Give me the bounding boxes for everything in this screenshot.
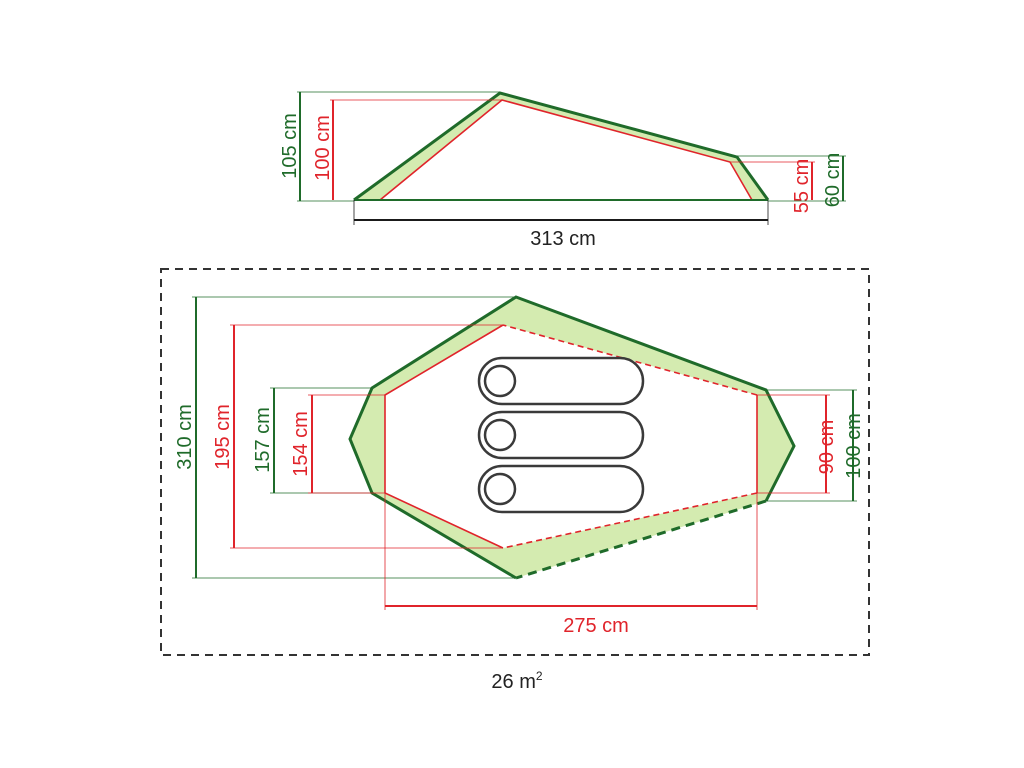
label-outer-width: 310 cm	[174, 404, 196, 470]
footprint-area-value: 26 m	[491, 671, 535, 693]
label-rear-outer-width: 100 cm	[843, 413, 865, 479]
label-inner-height: 100 cm	[312, 115, 334, 181]
label-vestibule-outer: 157 cm	[252, 407, 274, 473]
inner-tent-outline-dashed	[502, 492, 758, 549]
sleeping-bag-icon	[477, 410, 645, 460]
flysheet-outline-dashed	[515, 499, 767, 580]
side-fly-fill	[354, 93, 768, 200]
label-rear-inner-height: 55 cm	[791, 159, 813, 213]
label-outer-height: 105 cm	[279, 113, 301, 179]
label-rear-inner-width: 90 cm	[816, 420, 838, 474]
label-vestibule-inner: 154 cm	[290, 411, 312, 477]
floor-plan: 310 cm 195 cm 157 cm 154 cm 90 cm 100 cm…	[160, 268, 870, 693]
label-length: 313 cm	[530, 228, 596, 250]
flysheet-outline	[348, 295, 796, 580]
sleeping-bag-icon	[477, 356, 645, 406]
inner-tent-outline	[384, 324, 504, 549]
label-inner-length: 275 cm	[563, 615, 629, 637]
label-inner-width: 195 cm	[212, 404, 234, 470]
sleeping-bag-icon	[477, 464, 645, 514]
label-rear-outer-height: 60 cm	[822, 153, 844, 207]
side-view: 105 cm 100 cm 313 cm 55 cm 60 cm	[279, 91, 846, 250]
footprint-outline	[160, 268, 870, 656]
footprint-area-superscript: 2	[536, 669, 543, 683]
label-footprint-area: 26 m2	[491, 669, 542, 693]
side-inner-profile	[379, 99, 753, 201]
side-outer-profile	[353, 91, 770, 202]
